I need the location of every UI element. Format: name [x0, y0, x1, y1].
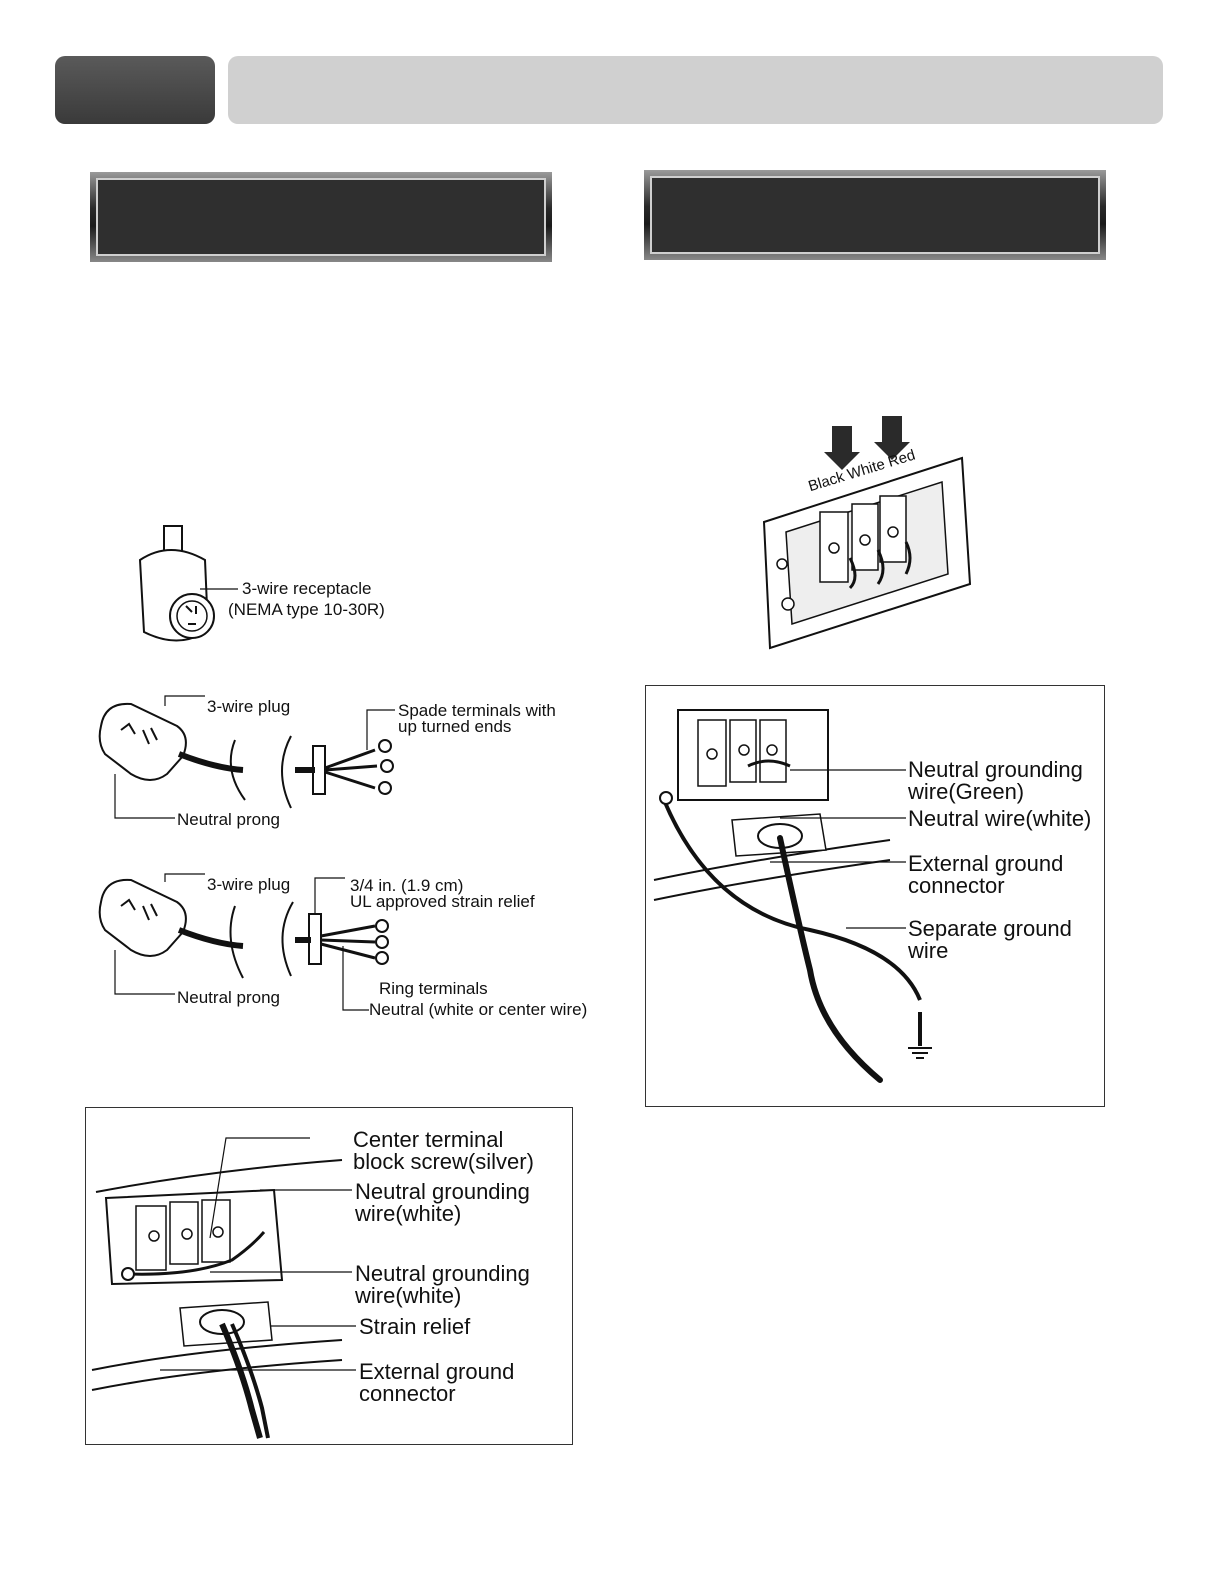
ring-plug-label: 3-wire plug [207, 875, 291, 894]
ring-plug-illustration [98, 873, 389, 1011]
three-wire-ng1-label-1: Neutral grounding [355, 1179, 530, 1204]
four-wire-ng-label-1: Neutral grounding [908, 757, 1083, 782]
three-wire-ng2-label-2: wire(white) [355, 1283, 462, 1308]
strain-relief-size-label: 3/4 in. (1.9 cm) [350, 876, 464, 895]
four-wire-ng-label-2: wire(Green) [908, 779, 1025, 804]
section-tab [55, 56, 215, 124]
right-title-banner [644, 170, 1106, 260]
neutral-wire-label: Neutral (white or center wire) [369, 1000, 588, 1019]
three-wire-ext-label-2: connector [359, 1381, 456, 1406]
ground-symbol-icon [908, 1012, 932, 1059]
three-wire-ext-label-1: External ground [359, 1359, 515, 1384]
spade-plug-illustration [98, 695, 395, 819]
center-terminal-label-1: Center terminal [353, 1127, 504, 1152]
left-title-banner [90, 172, 552, 262]
spade-terminals-label-1: Spade terminals with [398, 701, 556, 720]
spade-terminals-label-2: up turned ends [398, 717, 512, 736]
four-wire-ext-label-2: connector [908, 873, 1005, 898]
receptacle-illustration [138, 525, 215, 642]
terminal-block-illustration [762, 416, 972, 650]
ring-terminals-label: Ring terminals [379, 979, 488, 998]
strain-relief-type-label: UL approved strain relief [350, 892, 535, 911]
spade-plug-label: 3-wire plug [207, 697, 291, 716]
three-wire-illustration [91, 1159, 343, 1439]
three-wire-strain-label: Strain relief [359, 1314, 471, 1339]
three-wire-ng2-label-1: Neutral grounding [355, 1261, 530, 1286]
spade-neutral-prong-label: Neutral prong [177, 810, 281, 829]
receptacle-label-1: 3-wire receptacle [242, 579, 372, 598]
three-wire-ng1-label-2: wire(white) [355, 1201, 462, 1226]
receptacle-leader [200, 588, 238, 590]
four-wire-neutral-label: Neutral wire(white) [908, 806, 1092, 831]
receptacle-label-2: (NEMA type 10-30R) [228, 600, 385, 619]
four-wire-sep-label-2: wire [908, 938, 949, 963]
three-wire-leaders [160, 1137, 356, 1371]
four-wire-illustration [653, 709, 922, 1083]
ring-neutral-prong-label: Neutral prong [177, 988, 281, 1007]
four-wire-ext-label-1: External ground [908, 851, 1064, 876]
four-wire-sep-label-1: Separate ground [908, 916, 1072, 941]
center-terminal-label-2: block screw(silver) [353, 1149, 534, 1174]
four-wire-leaders [770, 769, 906, 929]
section-header-bar [228, 56, 1163, 124]
